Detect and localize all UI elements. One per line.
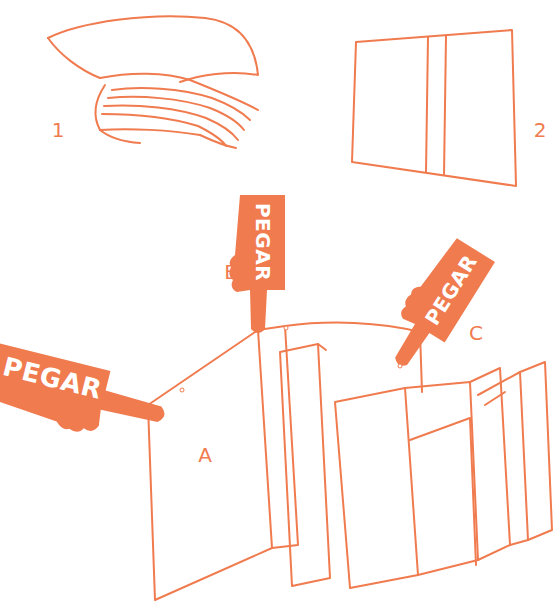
callout-number: 1	[52, 120, 65, 140]
callout-number: 2	[534, 120, 547, 140]
part-letter: C	[469, 323, 483, 343]
hand-label: PEGAR	[253, 203, 273, 281]
paper-stack	[48, 16, 258, 148]
pointing-hand	[0, 342, 172, 452]
folded-sheet	[352, 30, 516, 186]
pointing-hand	[375, 233, 495, 379]
part-letter: A	[198, 445, 212, 465]
book-assembly	[148, 323, 552, 600]
part-letter: B	[224, 262, 238, 282]
